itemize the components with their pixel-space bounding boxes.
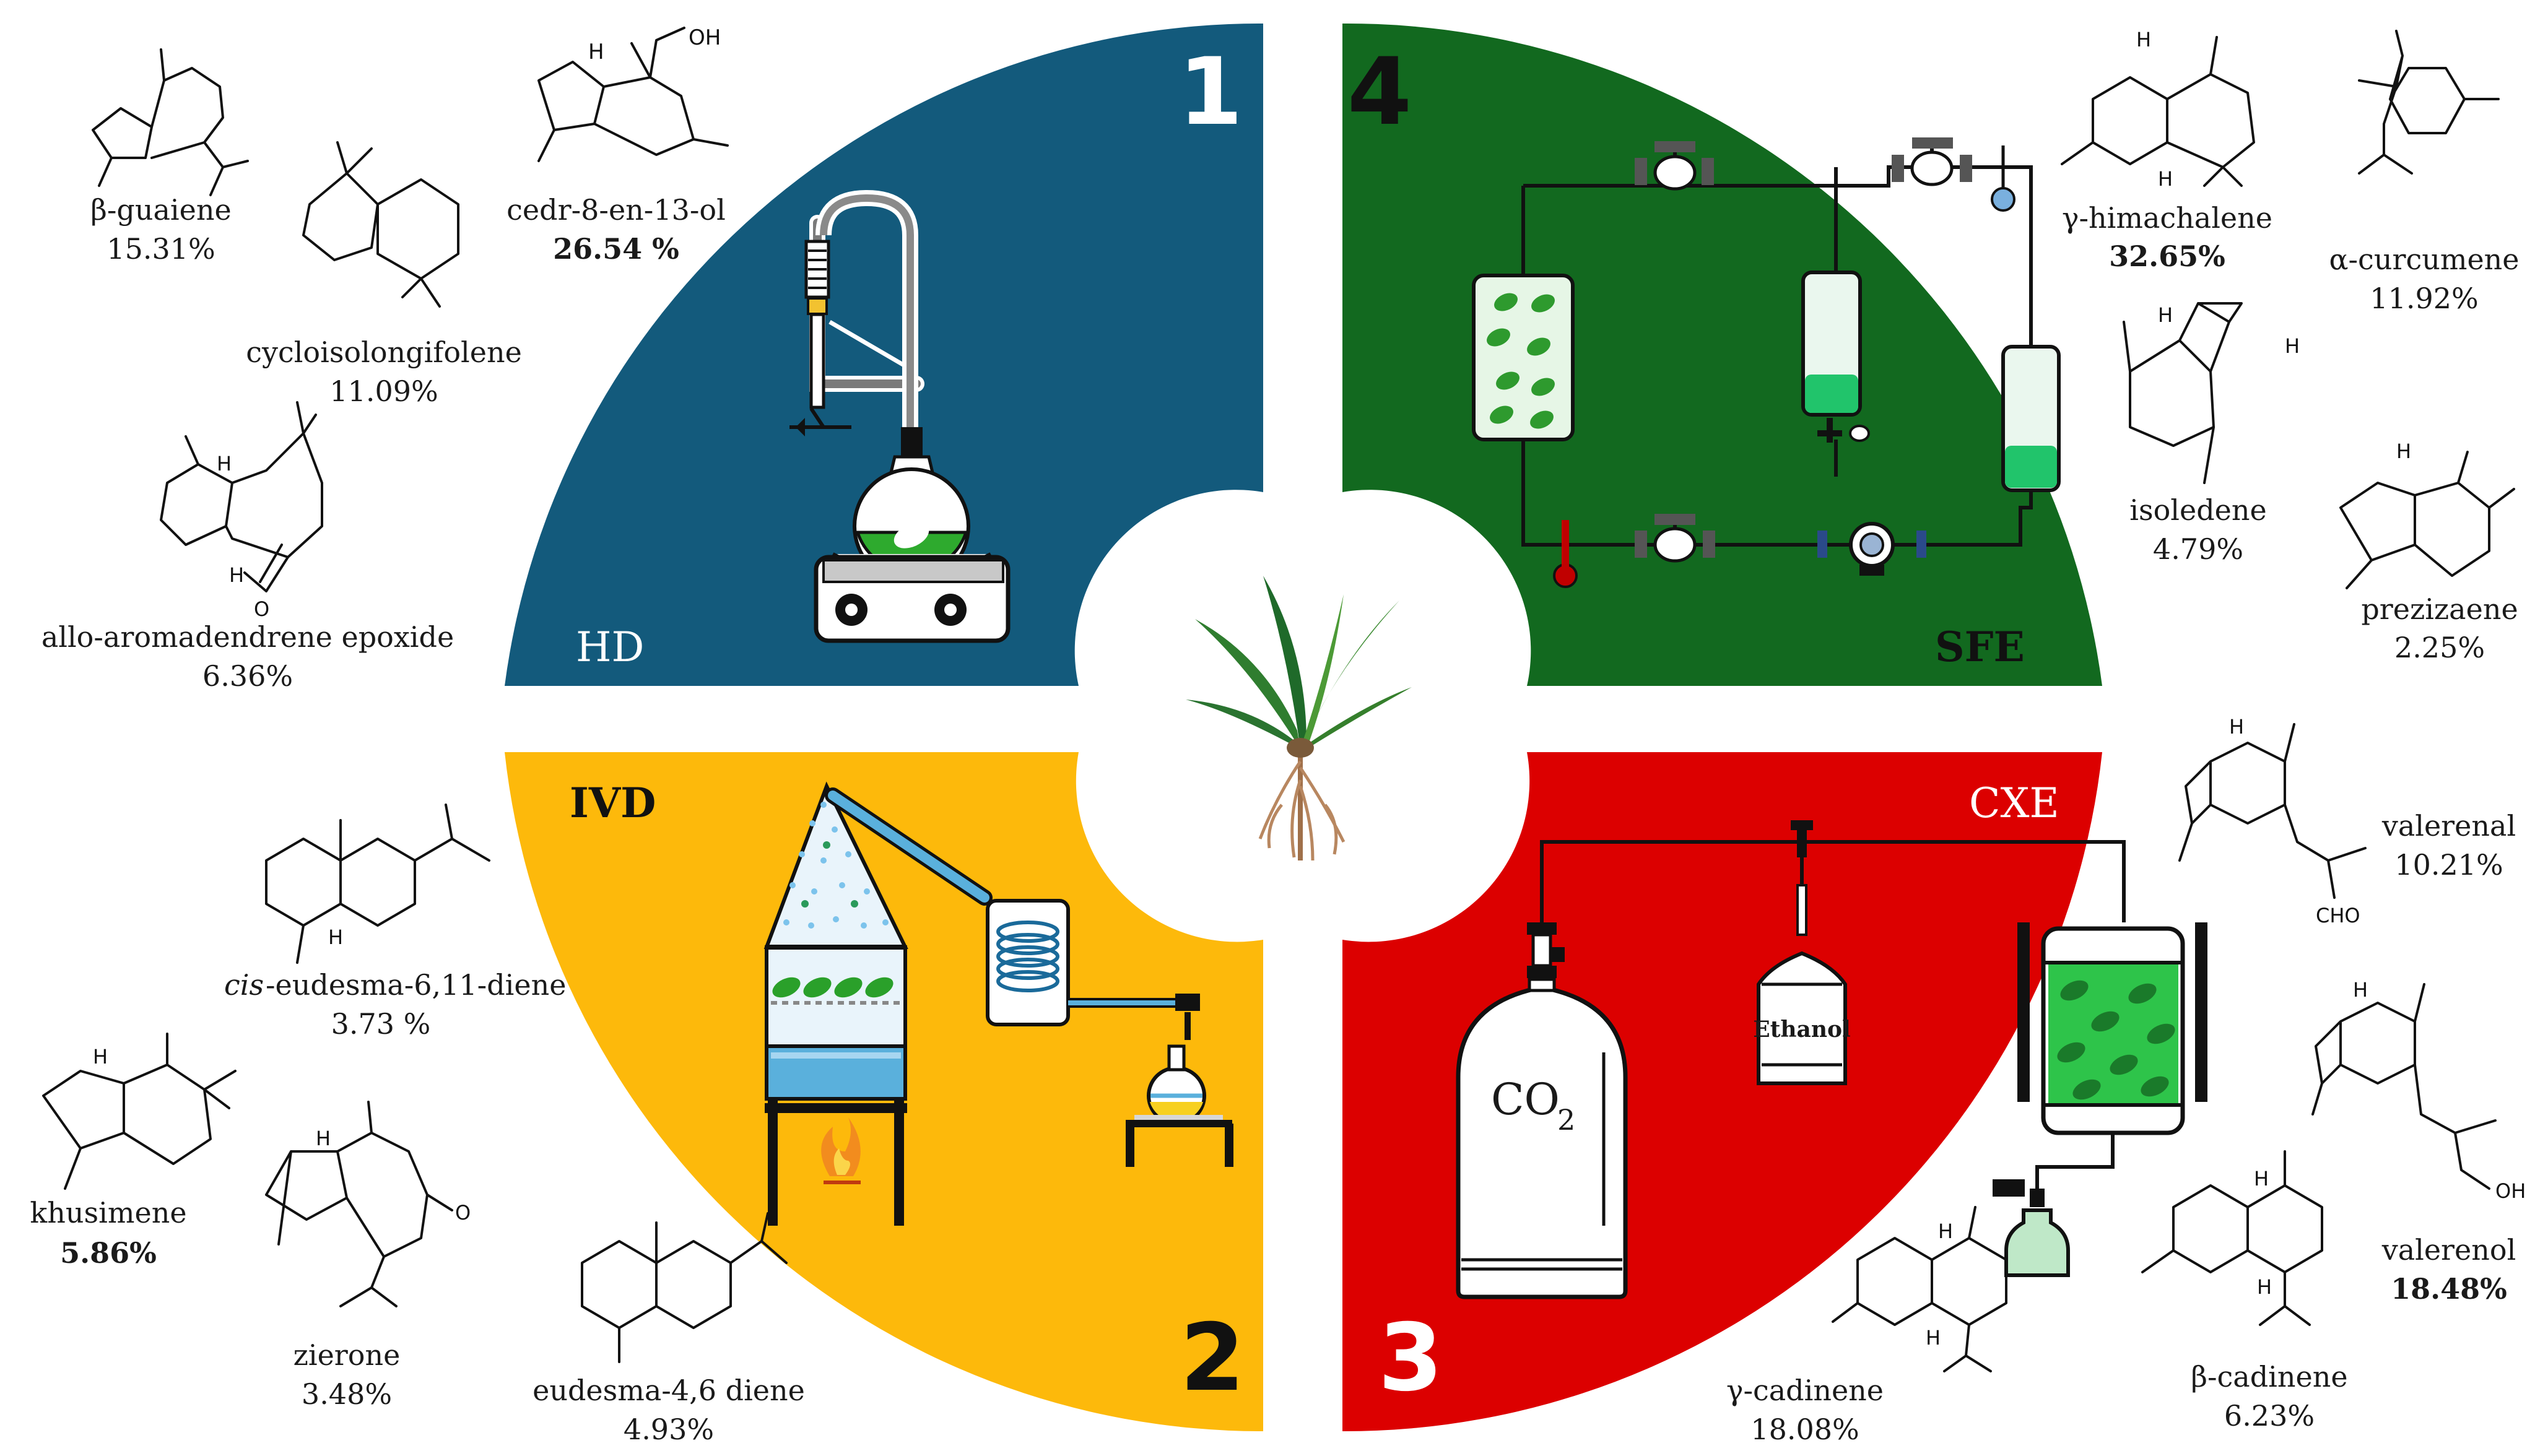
compound-name-eudesma-4-6-diene: eudesma-4,6 diene — [533, 1374, 805, 1407]
compound-name-beta-guaiene: β-guaiene — [90, 193, 231, 227]
compound-name-valerenal: valerenal — [2381, 809, 2516, 843]
molecule-beta-cadinene — [2141, 1150, 2323, 1326]
molecule-isoledene — [2123, 302, 2243, 484]
atom-h-epoxide-2: H — [229, 563, 244, 587]
atom-h-himachalene-2: H — [2158, 167, 2173, 191]
compound-pct-khusimene: 5.86% — [60, 1236, 157, 1270]
atom-h-zierone: H — [316, 1127, 331, 1150]
compound-name-cycloisolongifolene: cycloisolongifolene — [246, 336, 522, 369]
ethanol-label: Ethanol — [1753, 1016, 1850, 1042]
atom-h-valerenol: H — [2353, 978, 2368, 1002]
atom-h-prezizaene: H — [2396, 440, 2411, 463]
molecule-allo-aromadendrene-epoxide — [160, 401, 323, 592]
compound-name-isoledene: isoledene — [2129, 493, 2266, 527]
compound-name-gamma-cadinene: γ-cadinene — [1726, 1374, 1884, 1407]
molecule-eudesma-4-6-diene — [581, 1212, 788, 1363]
compound-pct-gamma-himachalene: 32.65% — [2109, 240, 2225, 273]
compound-pct-eudesma-4-6-diene: 4.93% — [624, 1413, 714, 1446]
molecule-khusimene — [42, 1033, 237, 1190]
compound-pct-gamma-cadinene: 18.08% — [1750, 1413, 1859, 1446]
molecule-cis-eudesma-diene — [265, 804, 490, 964]
atom-h-gamma-cadinene-2: H — [1926, 1326, 1941, 1350]
method-label-hd: HD — [576, 623, 644, 671]
atom-oh-cedrenol: OH — [689, 25, 721, 50]
compound-name-valerenol: valerenol — [2381, 1233, 2516, 1267]
atom-h-epoxide-1: H — [217, 452, 232, 475]
atom-h-gamma-cadinene-1: H — [1938, 1220, 1953, 1243]
co2-label: CO — [1491, 1074, 1560, 1125]
compound-pct-alpha-curcumene: 11.92% — [2370, 282, 2478, 315]
atom-h-valerenal: H — [2229, 715, 2244, 739]
compound-pct-cedrenol: 26.54 % — [553, 232, 679, 266]
co2-subscript: 2 — [1557, 1103, 1575, 1137]
atom-h-himachalene-1: H — [2136, 28, 2151, 51]
quadrant-number-4: 4 — [1347, 38, 1412, 146]
atom-cho-valerenal: CHO — [2316, 904, 2360, 927]
compound-name-gamma-himachalene: γ-himachalene — [2062, 201, 2272, 235]
compound-name-beta-cadinene: β-cadinene — [2191, 1360, 2347, 1393]
compound-pct-zierone: 3.48% — [302, 1377, 392, 1411]
atom-oh-valerenol: OH — [2495, 1179, 2526, 1203]
compound-pct-beta-guaiene: 15.31% — [107, 232, 215, 266]
plant-icon — [1186, 576, 1412, 861]
supercritical-fluid-circuit-icon — [1472, 137, 2061, 588]
atom-h-cedrenol: H — [588, 40, 604, 64]
compound-pct-cis-eudesma: 3.73 % — [331, 1007, 431, 1041]
quadrant-4-sfe — [1342, 23, 2102, 687]
molecule-valerenol — [2311, 983, 2497, 1190]
atom-o-zierone: O — [455, 1201, 471, 1224]
molecule-zierone — [265, 1101, 453, 1307]
atom-h-eudesma: H — [328, 925, 343, 949]
compound-name-allo-aromadendrene-epoxide: allo-aromadendrene epoxide — [41, 620, 454, 654]
atom-h-khusimene: H — [93, 1045, 108, 1068]
molecule-gamma-himachalene — [2061, 36, 2255, 187]
compound-name-cis-eudesma: -eudesma-6,11-diene — [266, 968, 566, 1002]
molecule-cycloisolongifolene — [302, 141, 459, 308]
atom-h-beta-cadinene-2: H — [2257, 1275, 2272, 1299]
compound-pct-valerenal: 10.21% — [2394, 848, 2503, 882]
molecule-prezizaene — [2339, 451, 2515, 589]
molecule-cedr-8-en-13-ol — [537, 27, 729, 162]
compound-pct-valerenol: 18.48% — [2391, 1272, 2507, 1306]
molecule-beta-guaiene — [92, 48, 249, 196]
compound-name-prefix-cis-eudesma: cis — [224, 968, 264, 1002]
compound-name-zierone: zierone — [293, 1338, 401, 1372]
atom-o-epoxide: O — [254, 597, 269, 621]
atom-h-isoledene-1: H — [2158, 303, 2173, 327]
hydrodistillation-apparatus-icon — [789, 189, 1011, 643]
quadrant-number-1: 1 — [1178, 38, 1243, 146]
compound-pct-beta-cadinene: 6.23% — [2224, 1399, 2315, 1432]
atom-h-beta-cadinene-1: H — [2254, 1167, 2269, 1190]
method-label-sfe: SFE — [1935, 623, 2025, 671]
atom-h-isoledene-2: H — [2285, 334, 2300, 358]
molecule-alpha-curcumene — [2358, 30, 2500, 175]
steam-distillation-apparatus-icon — [763, 781, 1233, 1226]
compound-name-alpha-curcumene: α-curcumene — [2329, 243, 2519, 276]
compound-pct-allo-aromadendrene-epoxide: 6.36% — [202, 659, 293, 693]
method-label-cxe: CXE — [1969, 779, 2059, 827]
compound-name-khusimene: khusimene — [30, 1196, 186, 1229]
compound-pct-prezizaene: 2.25% — [2394, 631, 2485, 664]
quadrant-number-3: 3 — [1378, 1304, 1443, 1412]
method-label-ivd: IVD — [570, 779, 656, 827]
compound-name-cedrenol: cedr-8-en-13-ol — [507, 193, 726, 227]
compound-pct-isoledene: 4.79% — [2153, 532, 2243, 566]
co2-cylinder-icon: CO 2 Ethanol — [1456, 820, 2207, 1299]
molecule-gamma-cadinene — [1832, 1206, 2007, 1372]
compound-name-prezizaene: prezizaene — [2361, 592, 2518, 626]
quadrant-number-2: 2 — [1180, 1304, 1245, 1412]
compound-pct-cycloisolongifolene: 11.09% — [329, 375, 438, 408]
molecule-valerenal — [2178, 723, 2367, 899]
